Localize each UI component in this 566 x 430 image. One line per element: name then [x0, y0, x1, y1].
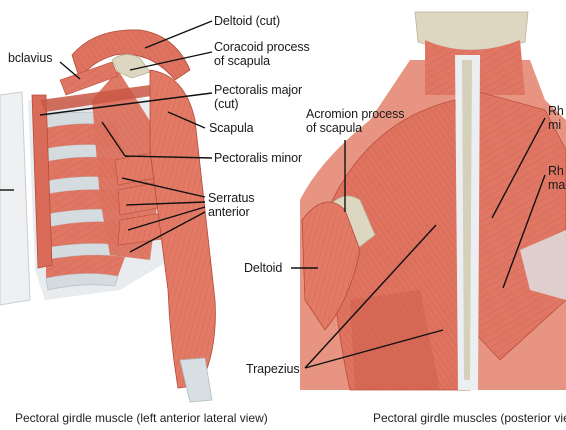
label-scapula: Scapula	[209, 121, 253, 135]
label-rhomboid-minor: Rh mi	[548, 104, 564, 132]
label-pectoralis-major: Pectoralis major (cut)	[214, 83, 302, 111]
right-posterior-illustration	[291, 12, 566, 390]
label-pectoralis-minor: Pectoralis minor	[214, 151, 302, 165]
label-trapezius: Trapezius	[246, 362, 300, 376]
label-acromion-process: Acromion process of scapula	[306, 107, 404, 135]
caption-left: Pectoral girdle muscle (left anterior la…	[15, 411, 268, 425]
label-serratus-anterior: Serratus anterior	[208, 191, 254, 219]
label-rhomboid-major: Rh ma	[548, 164, 565, 192]
label-deltoid: Deltoid	[244, 261, 282, 275]
label-deltoid-cut: Deltoid (cut)	[214, 14, 280, 28]
sternum-region	[0, 92, 30, 305]
caption-right: Pectoral girdle muscles (posterior view	[373, 411, 566, 425]
label-subclavius: bclavius	[8, 51, 52, 65]
label-coracoid-process: Coracoid process of scapula	[214, 40, 310, 68]
left-anterior-illustration	[0, 21, 215, 402]
